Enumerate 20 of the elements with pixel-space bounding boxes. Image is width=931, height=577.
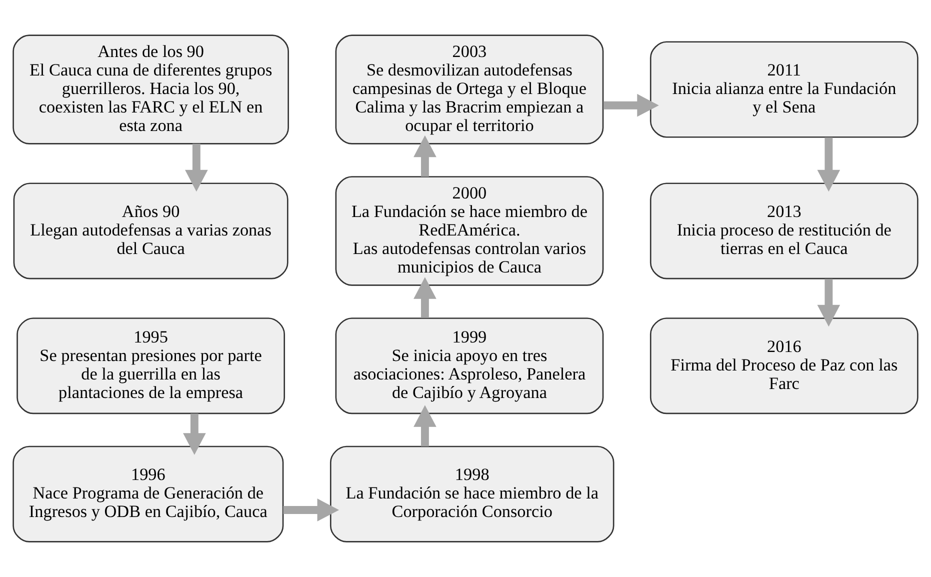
node-box: 2016 Firma del Proceso de Paz con las Farc [650,318,918,414]
node-box: 2000 La Fundación se hace miembro de RedEAmérica. Las autodefensas controlan varios municipios de Cauca [335,176,604,286]
node-box: 2013 Inicia proceso de restitución de tierras en el Cauca [650,182,918,280]
arrow [185,144,208,192]
arrow [414,405,436,446]
arrow [183,414,206,455]
node-box: 1996 Nace Programa de Generación de Ingresos y ODB en Cajibío, Cauca [12,446,284,542]
arrow [283,498,340,522]
node-box: 2011 Inicia alianza entre la Fundación y el Sena [650,41,918,138]
arrow [603,94,659,117]
node-box: 2003 Se desmovilizan autodefensas campesinas de Ortega y el Bloque Calima y las Bracrim empiezan a ocupar el territorio [335,34,604,144]
node-box: Antes de los 90 El Cauca cuna de diferentes grupos guerrilleros. Hacia los 90, coexisten las FARC y el ELN en esta zona [12,34,289,144]
node-box: 1998 La Fundación se hace miembro de la Corporación Consorcio [330,446,614,542]
arrow [817,137,840,192]
arrow [414,135,436,177]
node-box: 1995 Se presentan presiones por parte de la guerrilla en las plantaciones de la empresa [16,318,286,414]
arrow [414,277,436,318]
node-box: Años 90 Llegan autodefensas a varias zonas del Cauca [13,182,288,280]
node-box: 1999 Se inicia apoyo en tres asociaciones: Asproleso, Panelera de Cajibío y Agroyana [335,318,604,414]
arrow [817,278,840,327]
